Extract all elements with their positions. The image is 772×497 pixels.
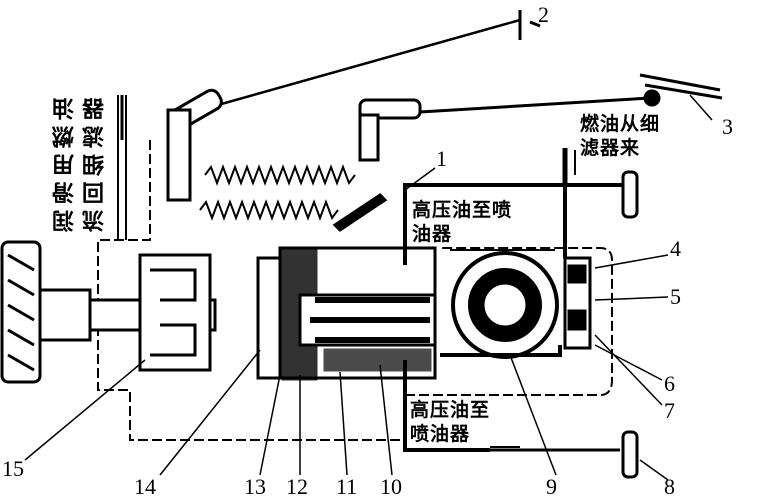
callout-4: 4 [670, 236, 681, 261]
callout-6: 6 [664, 371, 675, 396]
label-fuel-from-filter-2: 滤器来 [580, 137, 641, 159]
label-hp-oil-bottom-1: 高压油至 [410, 399, 491, 421]
flange-hatching [7, 253, 35, 372]
label-hp-oil-top-1: 高压油至喷 [412, 199, 513, 221]
regulator-piston-upper [567, 264, 587, 284]
metering-lever [332, 193, 388, 232]
callout-7: 7 [664, 398, 675, 423]
rotor-passages [310, 297, 430, 343]
callout-9: 9 [546, 474, 557, 497]
callout-12: 12 [286, 474, 308, 497]
stop-mark-2 [518, 10, 541, 40]
callout-13: 13 [244, 474, 266, 497]
transfer-pump-hub [481, 281, 529, 329]
coupling-15 [138, 253, 212, 372]
coupling-jaws [150, 268, 197, 357]
leader-lines [24, 94, 713, 481]
label-hp-oil-top-2: 油器 [412, 223, 453, 245]
head-sleeve-section [323, 348, 432, 372]
callout-5: 5 [670, 284, 681, 309]
injector-8 [621, 430, 639, 479]
governor-arm-right [358, 113, 380, 162]
fuel-inlet-line [403, 183, 625, 265]
governor-spring-upper [204, 164, 356, 186]
callout-10: 10 [380, 474, 402, 497]
callout-8: 8 [664, 474, 675, 497]
label-lube-return-col1: 润滑用燃油 [53, 92, 78, 232]
callout-3: 3 [722, 114, 733, 139]
callout-11: 11 [336, 474, 358, 497]
governor-spring-lower [199, 199, 339, 221]
return-line [117, 95, 127, 240]
control-lever-3 [639, 73, 723, 100]
pump-housing-outline [97, 140, 613, 441]
linkage-rod [419, 96, 651, 114]
transfer-pump-outlet [440, 345, 562, 357]
lever-pivot [643, 89, 661, 107]
injector-top [621, 170, 639, 219]
label-fuel-from-filter-1: 燃油从细 [580, 113, 661, 135]
callout-1: 1 [436, 146, 447, 171]
throttle-linkage [199, 18, 521, 112]
callout-2: 2 [538, 2, 549, 27]
callout-15: 15 [2, 456, 24, 481]
label-lube-return-col2: 流回细滤器 [83, 92, 108, 232]
regulator-piston-lower [567, 309, 587, 331]
governor-arm-left [166, 108, 192, 202]
callout-14: 14 [134, 474, 156, 497]
label-hp-oil-bottom-2: 喷油器 [410, 423, 471, 445]
